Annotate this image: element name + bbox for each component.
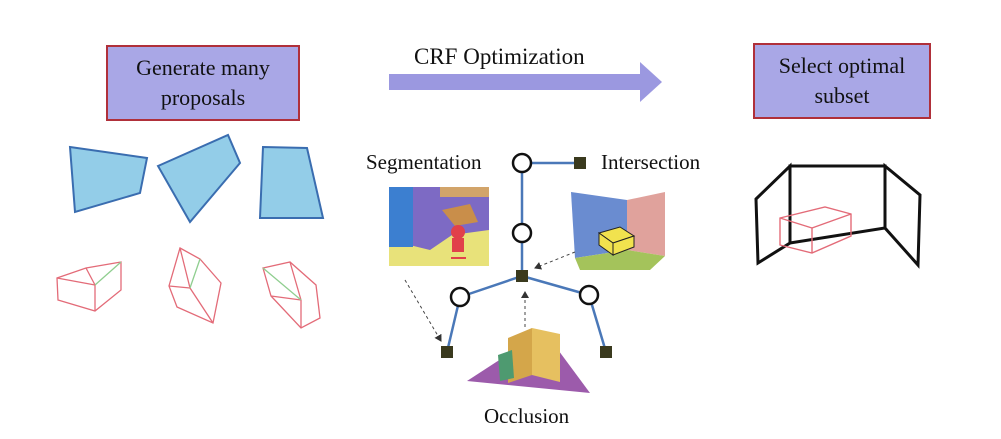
- wall-proposal: [156, 133, 242, 224]
- selected-cuboid: [779, 206, 852, 254]
- crf-arrow: [389, 62, 662, 102]
- variable-node: [511, 222, 533, 244]
- segmentation-image: [389, 187, 489, 266]
- variable-node: [511, 152, 533, 174]
- wall-proposal: [258, 145, 325, 219]
- factor-node: [574, 157, 586, 169]
- factor-node: [441, 346, 453, 358]
- selected-subset-scene: [754, 162, 922, 269]
- cuboid-proposal: [56, 261, 122, 312]
- select-label-line1: Select optimal: [778, 53, 906, 78]
- variable-node: [578, 284, 600, 306]
- factor-node: [516, 270, 528, 282]
- cuboid-proposals: [56, 247, 321, 329]
- dashed-pointers: [404, 251, 576, 342]
- generate-label-line2: proposals: [160, 85, 246, 110]
- cuboid-proposal: [262, 261, 321, 329]
- variable-node: [449, 286, 471, 308]
- factor-node: [600, 346, 612, 358]
- wall-proposals: [68, 133, 325, 224]
- intersection-image: [571, 192, 665, 270]
- cuboid-proposal: [168, 247, 222, 324]
- select-subset-box: Select optimal subset: [753, 43, 931, 119]
- occlusion-label: Occlusion: [484, 404, 570, 428]
- generate-proposals-box: Generate many proposals: [106, 45, 300, 121]
- generate-label-line1: Generate many: [136, 55, 270, 80]
- factor-nodes: [441, 157, 612, 358]
- crf-optimization-label: CRF Optimization: [414, 44, 585, 69]
- segmentation-label: Segmentation: [366, 150, 482, 174]
- intersection-label: Intersection: [601, 150, 701, 174]
- wall-proposal: [68, 145, 149, 214]
- select-label-line2: subset: [814, 83, 870, 108]
- occlusion-image: [467, 328, 590, 393]
- variable-nodes: [449, 152, 600, 308]
